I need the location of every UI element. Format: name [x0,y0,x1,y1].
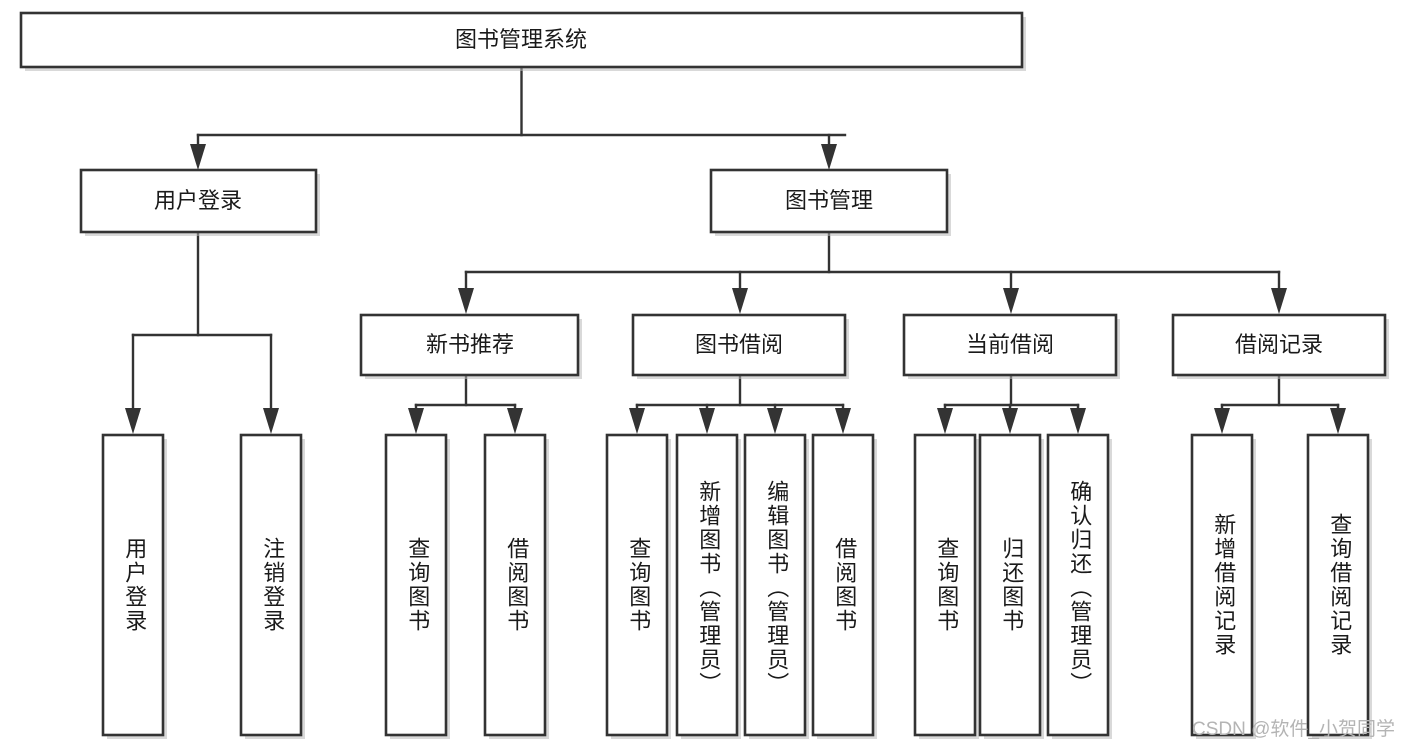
arrow-head-current-borrow [1003,288,1019,314]
node-label: 新书推荐 [426,332,514,357]
node-box [359,313,580,377]
arrow-head-currentborrow-leaf2 [1002,408,1018,434]
connector-group-current-borrow [937,373,1086,434]
arrow-head-bookborrow-leaf3 [767,408,783,434]
arrow-head-bookborrow-leaf2 [699,408,715,434]
node-box [631,313,847,377]
node-label: 图书借阅 [695,332,783,357]
node-box [675,433,739,737]
arrow-head-login [190,144,206,170]
node-box [384,433,448,737]
node-label: 编辑图书（管理员） [764,480,789,696]
node-book-management[interactable]: 图书管理 [709,168,951,236]
node-box [1306,433,1370,737]
leaf-book-borrow-3[interactable]: 借阅图书 [811,433,877,739]
leaf-new-book-1[interactable]: 借阅图书 [483,433,549,739]
node-current-borrow[interactable]: 当前借阅 [902,313,1120,379]
arrow-head-newbook-leaf2 [507,408,523,434]
leaf-user-login-0[interactable]: 用户登录 [101,433,167,739]
connector-group-root [190,65,847,170]
leaf-book-borrow-0[interactable]: 查询图书 [605,433,671,739]
node-label: 用户登录 [122,537,147,633]
node-box [709,168,949,234]
leaf-new-book-0[interactable]: 查询图书 [384,433,450,739]
node-box [743,433,807,737]
connector-group-borrow-record [1214,373,1346,434]
node-box [605,433,669,737]
arrow-head-book-borrow [732,288,748,314]
arrow-head-login-leaf2 [263,408,279,434]
leaf-current-borrow-1[interactable]: 归还图书 [978,433,1044,739]
node-label: 新增借阅记录 [1211,513,1236,657]
node-box [79,168,318,234]
node-label: 借阅图书 [504,537,529,633]
node-book-borrow[interactable]: 图书借阅 [631,313,849,379]
leaf-user-login-1[interactable]: 注销登录 [239,433,305,739]
node-box [902,313,1118,377]
arrow-head-bookborrow-leaf1 [629,408,645,434]
node-box [978,433,1042,737]
node-label: 确认归还（管理员） [1067,480,1092,696]
node-label: 查询图书 [626,537,651,633]
node-label: 查询图书 [934,537,959,633]
connector-group-new-book [408,373,523,434]
node-root-system[interactable]: 图书管理系统 [19,11,1026,71]
node-box [101,433,165,737]
arrow-head-currentborrow-leaf1 [937,408,953,434]
node-box [483,433,547,737]
node-label: 新增图书（管理员） [696,480,721,696]
node-user-login[interactable]: 用户登录 [79,168,320,236]
connector-group-book-mgmt [458,230,1287,314]
arrow-head-bookborrow-leaf4 [835,408,851,434]
node-box [239,433,303,737]
leaf-current-borrow-0[interactable]: 查询图书 [913,433,979,739]
arrow-head-bookmgmt [821,144,837,170]
watermark-text: CSDN @软件_小贺同学 [1192,719,1395,740]
node-box [811,433,875,737]
connector-group-book-borrow [629,373,851,434]
arrow-head-borrowrecord-leaf2 [1330,408,1346,434]
node-label: 图书管理系统 [455,27,587,52]
node-box [1171,313,1387,377]
node-label: 当前借阅 [966,332,1054,357]
node-label: 查询借阅记录 [1327,513,1352,657]
node-label: 借阅图书 [832,537,857,633]
node-label: 查询图书 [405,537,430,633]
arrow-head-newbook-leaf1 [408,408,424,434]
arrow-head-currentborrow-leaf3 [1070,408,1086,434]
node-box [19,11,1024,69]
node-new-book-recommend[interactable]: 新书推荐 [359,313,582,379]
leaf-book-borrow-1[interactable]: 新增图书（管理员） [675,433,741,739]
node-label: 用户登录 [154,188,242,213]
arrow-head-borrow-record [1271,288,1287,314]
node-label: 借阅记录 [1235,332,1323,357]
node-label: 注销登录 [260,537,285,633]
arrow-head-login-leaf1 [125,408,141,434]
leaf-borrow-record-0[interactable]: 新增借阅记录 [1190,433,1256,739]
leaf-borrow-record-1[interactable]: 查询借阅记录 [1306,433,1372,739]
node-box [1190,433,1254,737]
node-borrow-record[interactable]: 借阅记录 [1171,313,1389,379]
leaf-book-borrow-2[interactable]: 编辑图书（管理员） [743,433,809,739]
node-label: 图书管理 [785,188,873,213]
connector-group-user-login [125,230,279,434]
node-label: 归还图书 [999,537,1024,633]
arrow-head-new-book [458,288,474,314]
leaf-current-borrow-2[interactable]: 确认归还（管理员） [1046,433,1112,739]
node-box [1046,433,1110,737]
node-box [913,433,977,737]
arrow-head-borrowrecord-leaf1 [1214,408,1230,434]
